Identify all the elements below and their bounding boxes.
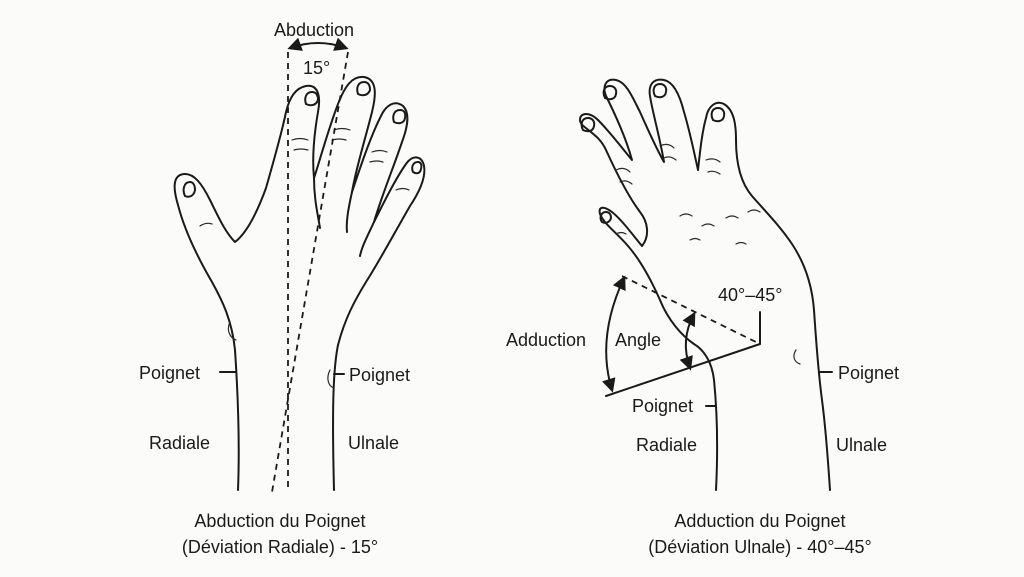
right-hand-drawing [579,78,833,491]
right-angle-range: 40°–45° [718,285,783,305]
left-fingernails [182,81,423,198]
right-caption-line2: (Déviation Ulnale) - 40°–45° [648,537,872,557]
right-adduction-arc [602,275,626,393]
right-ulnar-label: Ulnale [836,435,888,455]
right-radial-label: Radiale [636,435,698,455]
left-abduction-title: Abduction [274,20,355,40]
left-ulnar-label: Ulnale [348,433,400,453]
left-finger-gaps [313,177,375,257]
left-radial-label: Radiale [149,433,211,453]
left-caption-line1: Abduction du Poignet [194,511,366,531]
right-wrist-baseline [605,343,761,397]
left-wrist-label-ulnar-side: Poignet [349,365,411,385]
left-deviated-axis-line [271,51,349,493]
left-hand-outline [173,75,426,491]
left-hand-drawing [173,37,426,493]
right-angle-label: Angle [615,330,662,350]
right-wrist-inner-label: Poignet [632,396,694,416]
right-knuckle-creases [615,143,761,245]
right-caption-line1: Adduction du Poignet [674,511,846,531]
right-hand-outline [579,78,831,491]
left-angle-value: 15° [303,58,331,78]
left-knuckle-creases [199,127,410,227]
right-deviated-axis-line [621,275,761,345]
right-caption: Adduction du Poignet (Déviation Ulnale) … [600,508,920,560]
left-abduction-arc [287,37,349,51]
right-adduction-label: Adduction [506,330,587,350]
left-wrist-label-radial-side: Poignet [139,363,201,383]
left-caption: Abduction du Poignet (Déviation Radiale)… [130,508,430,560]
right-fingernails [580,83,726,224]
right-wrist-label-ulnar-side: Poignet [838,363,900,383]
right-angle-arc [679,311,696,371]
left-caption-line2: (Déviation Radiale) - 15° [181,537,379,557]
